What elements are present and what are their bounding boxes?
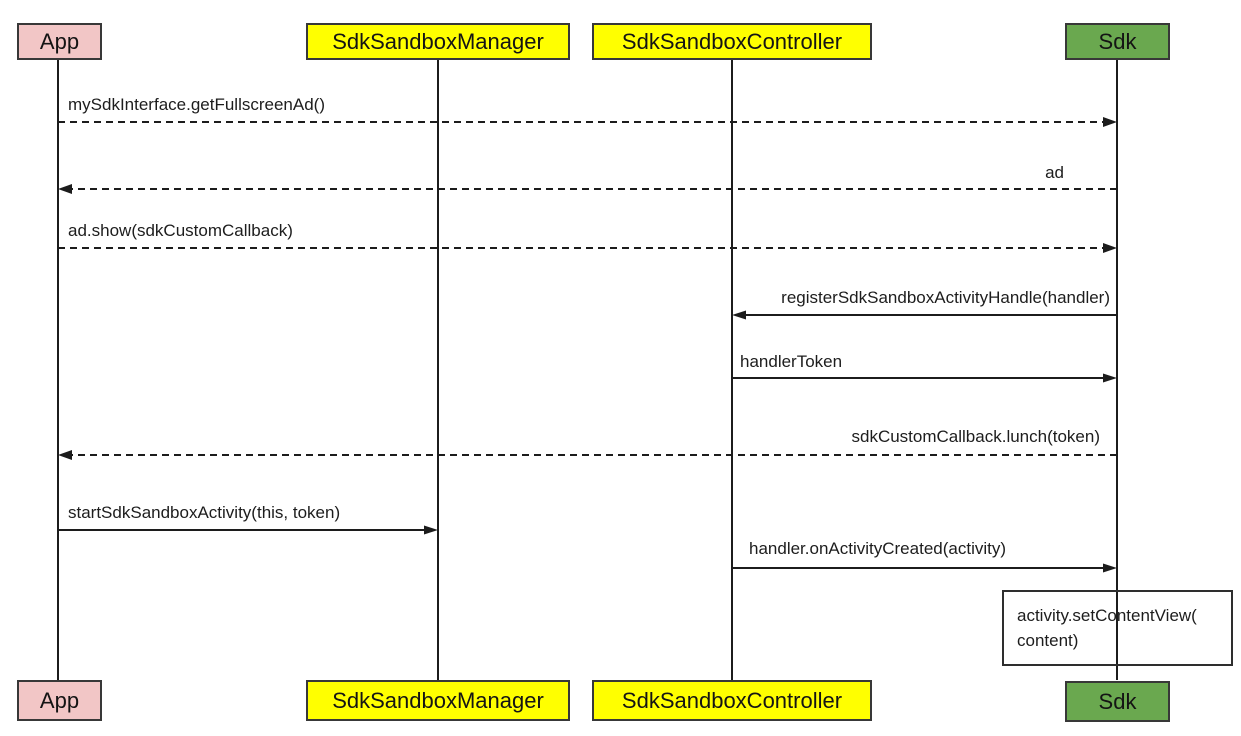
- message-arrow-register-handler: [732, 310, 1117, 320]
- actor-box-sdk-bottom: Sdk: [1065, 681, 1170, 722]
- actor-box-app-top: App: [17, 23, 102, 60]
- actor-box-manager-top: SdkSandboxManager: [306, 23, 570, 60]
- note-line-1: activity.setContentView(: [1017, 606, 1197, 625]
- actor-box-app-bottom: App: [17, 680, 102, 721]
- message-label-on-activity-created: handler.onActivityCreated(activity): [749, 539, 1007, 558]
- message-arrow-get-fullscreen-ad: [58, 117, 1117, 127]
- message-label-get-fullscreen-ad: mySdkInterface.getFullscreenAd(): [68, 95, 325, 114]
- message-label-ad-return: ad: [1045, 163, 1064, 182]
- note-line-2: content): [1017, 631, 1079, 650]
- message-label-register-handler: registerSdkSandboxActivityHandle(handler…: [781, 288, 1110, 307]
- message-label-callback-lunch: sdkCustomCallback.lunch(token): [851, 427, 1101, 446]
- actor-box-manager-bottom: SdkSandboxManager: [306, 680, 570, 721]
- message-arrow-start-activity: [58, 525, 438, 535]
- message-arrow-ad-show: [58, 243, 1117, 253]
- actor-box-controller-top: SdkSandboxController: [592, 23, 872, 60]
- actor-box-controller-bottom: SdkSandboxController: [592, 680, 872, 721]
- message-arrow-callback-lunch: [58, 450, 1117, 460]
- actor-box-sdk-top: Sdk: [1065, 23, 1170, 60]
- note-set-content-view: activity.setContentView( content): [1002, 590, 1233, 666]
- message-label-ad-show: ad.show(sdkCustomCallback): [68, 221, 293, 240]
- message-arrow-handler-token: [732, 373, 1117, 383]
- message-label-handler-token: handlerToken: [740, 352, 843, 371]
- message-label-start-activity: startSdkSandboxActivity(this, token): [68, 503, 341, 522]
- message-arrow-ad-return: [58, 184, 1117, 194]
- message-arrow-on-activity-created: [732, 563, 1117, 573]
